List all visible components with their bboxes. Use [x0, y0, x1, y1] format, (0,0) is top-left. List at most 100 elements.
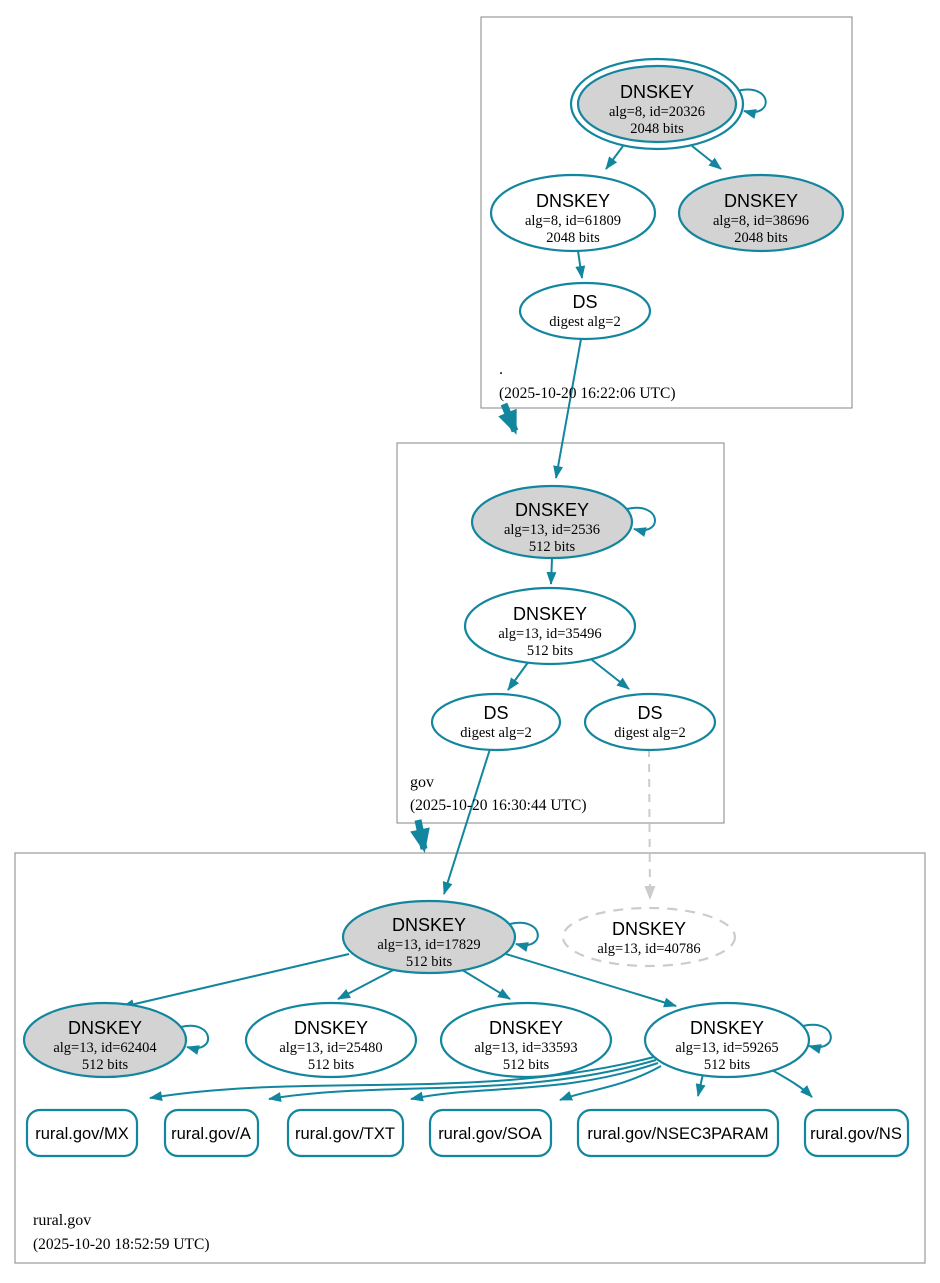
node-dnskey-40786-insecure[interactable]: DNSKEY alg=13, id=40786	[561, 906, 737, 968]
selfloop-dnskey-20326	[736, 88, 767, 119]
node-detail: 512 bits	[308, 1057, 355, 1073]
rrset-rural-gov-mx[interactable]: rural.gov/MX	[25, 1108, 139, 1158]
node-dnskey-38696[interactable]: DNSKEY alg=8, id=38696 2048 bits	[677, 173, 845, 253]
selfloop-dnskey-2536	[626, 506, 656, 537]
node-title: DNSKEY	[68, 1018, 142, 1038]
node-title: DS	[637, 703, 662, 723]
node-dnskey-59265-ellipse	[643, 1001, 811, 1079]
edge-59265-to-a	[268, 1059, 657, 1102]
node-dnskey-40786-ellipse	[561, 906, 737, 968]
node-detail: 512 bits	[527, 643, 574, 659]
node-ds-gov-2-ellipse	[583, 692, 717, 752]
edge-59265-to-mx	[149, 1056, 655, 1102]
node-detail: alg=13, id=33593	[474, 1040, 577, 1056]
thick-arrow-root-to-gov	[498, 402, 519, 435]
rrset-rural-gov-soa[interactable]: rural.gov/SOA	[428, 1108, 553, 1158]
rrset-box	[803, 1108, 910, 1158]
node-dnskey-20326-ksk-sep[interactable]: DNSKEY alg=8, id=20326 2048 bits	[569, 57, 745, 151]
node-dnskey-59265[interactable]: DNSKEY alg=13, id=59265 512 bits	[643, 1001, 811, 1079]
rrset-box	[163, 1108, 260, 1158]
node-detail: 2048 bits	[734, 230, 788, 246]
node-title: DNSKEY	[513, 604, 587, 624]
node-dnskey-33593-ellipse	[439, 1001, 613, 1079]
node-detail: alg=13, id=2536	[504, 522, 600, 538]
node-detail: alg=8, id=61809	[525, 213, 621, 229]
node-ds-gov-1-ellipse	[430, 692, 562, 752]
rrset-box	[576, 1108, 780, 1158]
node-title: DNSKEY	[612, 919, 686, 939]
node-detail: digest alg=2	[549, 314, 620, 330]
node-dnskey-62404-ellipse	[22, 1001, 188, 1079]
edge-17829-to-25480	[337, 966, 400, 1000]
node-ds-root-ellipse	[518, 281, 652, 341]
node-detail: alg=13, id=25480	[279, 1040, 382, 1056]
edge-17829-to-62404	[121, 953, 350, 1010]
node-title: DNSKEY	[724, 191, 798, 211]
selfloop-dnskey-59265	[802, 1023, 832, 1054]
node-dnskey-25480-ellipse	[244, 1001, 418, 1079]
node-title: DNSKEY	[294, 1018, 368, 1038]
node-dnskey-25480[interactable]: DNSKEY alg=13, id=25480 512 bits	[244, 1001, 418, 1079]
node-dnskey-35496[interactable]: DNSKEY alg=13, id=35496 512 bits	[463, 586, 637, 666]
edge-20326-to-61809	[605, 145, 624, 170]
edge-59265-to-soa	[559, 1065, 662, 1101]
node-dnskey-33593[interactable]: DNSKEY alg=13, id=33593 512 bits	[439, 1001, 613, 1079]
node-title: DNSKEY	[515, 500, 589, 520]
node-detail: 512 bits	[704, 1057, 751, 1073]
thick-arrow-gov-to-rural	[410, 819, 430, 853]
rrset-rural-gov-a[interactable]: rural.gov/A	[163, 1108, 260, 1158]
rrset-box	[286, 1108, 405, 1158]
node-ds-root[interactable]: DS digest alg=2	[518, 281, 652, 341]
edge-gov-ds2-to-40786-dashed	[644, 748, 656, 900]
node-detail: 2048 bits	[546, 230, 600, 246]
node-dnskey-20326-ellipse	[576, 64, 738, 144]
zone-label-gov: gov	[410, 774, 434, 791]
rrset-box	[428, 1108, 553, 1158]
edge-17829-to-33593	[458, 967, 511, 1000]
node-detail: 512 bits	[82, 1057, 129, 1073]
node-dnskey-2536-ellipse	[470, 484, 634, 560]
node-dnskey-2536-ksk[interactable]: DNSKEY alg=13, id=2536 512 bits	[470, 484, 634, 560]
zone-box-rural-gov	[14, 852, 926, 1264]
node-detail: 512 bits	[503, 1057, 550, 1073]
node-dnskey-35496-ellipse	[463, 586, 637, 666]
node-detail: alg=8, id=38696	[713, 213, 809, 229]
node-detail: 512 bits	[529, 539, 576, 555]
node-title: DS	[572, 292, 597, 312]
edge-root-ds-to-gov-ksk	[553, 338, 582, 479]
node-detail: alg=13, id=17829	[377, 937, 480, 953]
node-title: DNSKEY	[690, 1018, 764, 1038]
rrset-label: rural.gov/MX	[35, 1125, 129, 1143]
rrset-label: rural.gov/A	[171, 1125, 251, 1143]
edge-59265-to-txt	[410, 1062, 659, 1102]
node-ds-gov-2[interactable]: DS digest alg=2	[583, 692, 717, 752]
rrset-rural-gov-nsec3param[interactable]: rural.gov/NSEC3PARAM	[576, 1108, 780, 1158]
node-title: DNSKEY	[489, 1018, 563, 1038]
node-dnskey-17829-ksk[interactable]: DNSKEY alg=13, id=17829 512 bits	[341, 899, 517, 975]
rrset-label: rural.gov/SOA	[438, 1125, 542, 1143]
node-detail: digest alg=2	[614, 725, 685, 741]
edge-gov-ds1-to-rural-ksk	[442, 748, 491, 895]
rrset-label: rural.gov/NS	[810, 1125, 902, 1143]
zone-timestamp-rural-gov: (2025-10-20 18:52:59 UTC)	[33, 1236, 210, 1253]
edge-2536-to-35496	[546, 557, 557, 585]
zone-timestamp-gov: (2025-10-20 16:30:44 UTC)	[410, 797, 587, 814]
node-title: DNSKEY	[536, 191, 610, 211]
node-dnskey-61809[interactable]: DNSKEY alg=8, id=61809 2048 bits	[489, 173, 657, 253]
rrset-rural-gov-ns[interactable]: rural.gov/NS	[803, 1108, 910, 1158]
zone-box-root	[480, 16, 853, 409]
node-dnskey-62404[interactable]: DNSKEY alg=13, id=62404 512 bits	[22, 1001, 188, 1079]
rrset-label: rural.gov/NSEC3PARAM	[587, 1125, 768, 1143]
node-detail: alg=8, id=20326	[609, 104, 705, 120]
node-title: DNSKEY	[392, 915, 466, 935]
node-dnskey-61809-ellipse	[489, 173, 657, 253]
rrset-label: rural.gov/TXT	[295, 1125, 395, 1143]
node-detail: digest alg=2	[460, 725, 531, 741]
node-detail: 2048 bits	[630, 121, 684, 137]
node-dnskey-38696-ellipse	[677, 173, 845, 253]
node-ds-gov-1[interactable]: DS digest alg=2	[430, 692, 562, 752]
zone-timestamp-root: (2025-10-20 16:22:06 UTC)	[499, 385, 676, 402]
node-title: DNSKEY	[620, 82, 694, 102]
rrset-rural-gov-txt[interactable]: rural.gov/TXT	[286, 1108, 405, 1158]
node-detail: 512 bits	[406, 954, 453, 970]
